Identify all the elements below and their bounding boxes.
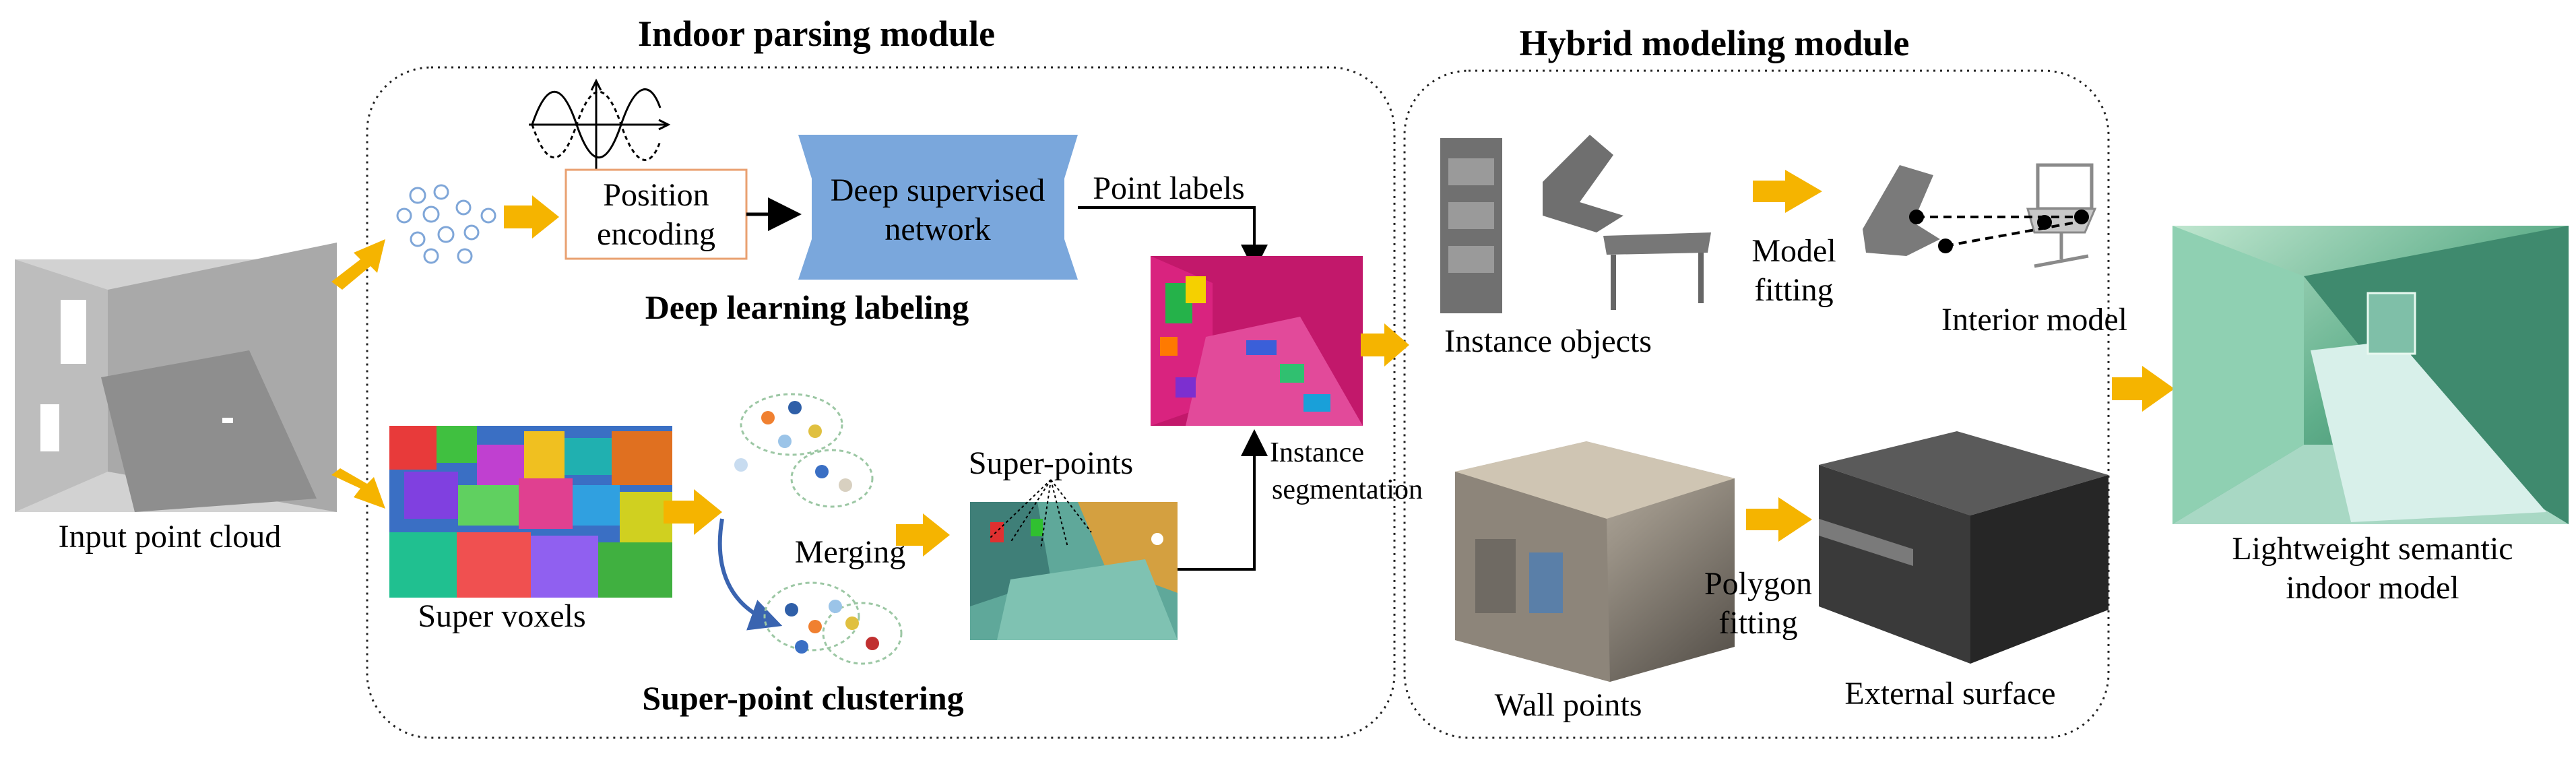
interior-model-image bbox=[1863, 163, 2097, 268]
block-arrow-icon bbox=[896, 513, 950, 557]
super-voxels-image bbox=[389, 426, 672, 598]
merging-label: Merging bbox=[795, 534, 905, 570]
input-point-cloud-label: Input point cloud bbox=[59, 519, 282, 555]
instance-segmentation-line1: Instance bbox=[1270, 437, 1364, 468]
block-arrow-icon bbox=[2112, 366, 2175, 412]
super-voxels-label: Super voxels bbox=[418, 598, 585, 634]
block-arrow-icon bbox=[1753, 170, 1822, 213]
point-labels-label: Point labels bbox=[1093, 170, 1244, 206]
wall-points-label: Wall points bbox=[1495, 687, 1642, 723]
polygon-fitting-line1: Polygon bbox=[1704, 566, 1812, 602]
instance-objects-image bbox=[1440, 135, 1711, 313]
cluster-groups-top bbox=[734, 393, 874, 508]
interior-model-label: Interior model bbox=[1941, 302, 2127, 338]
output-label-line2: indoor model bbox=[2286, 570, 2459, 606]
cluster-groups-bottom bbox=[763, 581, 903, 665]
position-encoding-box bbox=[565, 168, 748, 260]
position-encoding-line2: encoding bbox=[597, 216, 715, 252]
super-points-leader-lines bbox=[988, 479, 1092, 550]
block-arrow-icon bbox=[664, 489, 722, 535]
block-arrow-icon bbox=[331, 239, 385, 290]
deep-learning-labeling-caption: Deep learning labeling bbox=[645, 288, 969, 326]
indoor-parsing-title: Indoor parsing module bbox=[638, 13, 995, 54]
super-points-label: Super-points bbox=[969, 445, 1133, 481]
wave-icon bbox=[529, 78, 671, 172]
block-arrow-icon bbox=[331, 468, 385, 509]
super-point-clustering-caption: Super-point clustering bbox=[642, 679, 963, 717]
model-fitting-line1: Model bbox=[1751, 233, 1836, 269]
super-points-image bbox=[970, 502, 1178, 640]
instance-segmentation-image bbox=[1151, 256, 1363, 426]
external-surface-label: External surface bbox=[1844, 676, 2055, 711]
input-points-scatter bbox=[396, 184, 496, 264]
input-point-cloud-image bbox=[15, 243, 337, 512]
hybrid-modeling-frame bbox=[1403, 69, 2110, 739]
polygon-fitting-line2: fitting bbox=[1718, 605, 1797, 641]
instance-segmentation-line2: segmentation bbox=[1272, 474, 1423, 505]
instance-segmentation-connector bbox=[1178, 429, 1268, 571]
network-label-line1: Deep supervised bbox=[831, 172, 1045, 208]
wall-points-image bbox=[1455, 441, 1735, 682]
instance-objects-label: Instance objects bbox=[1444, 323, 1652, 359]
point-labels-connector bbox=[1078, 206, 1268, 272]
hybrid-modeling-title: Hybrid modeling module bbox=[1519, 23, 1909, 63]
deep-supervised-network-shape bbox=[798, 135, 1078, 280]
curved-arrow-icon bbox=[717, 518, 783, 631]
lightweight-model-image bbox=[2172, 226, 2569, 524]
block-arrow-icon bbox=[1746, 497, 1812, 542]
model-fitting-line2: fitting bbox=[1754, 272, 1833, 308]
block-arrow-icon bbox=[1361, 323, 1409, 367]
block-arrow-icon bbox=[504, 195, 559, 239]
position-encoding-line1: Position bbox=[603, 177, 709, 213]
external-surface-image bbox=[1819, 431, 2108, 664]
output-label-line1: Lightweight semantic bbox=[2232, 531, 2513, 567]
network-label-line2: network bbox=[884, 212, 990, 247]
